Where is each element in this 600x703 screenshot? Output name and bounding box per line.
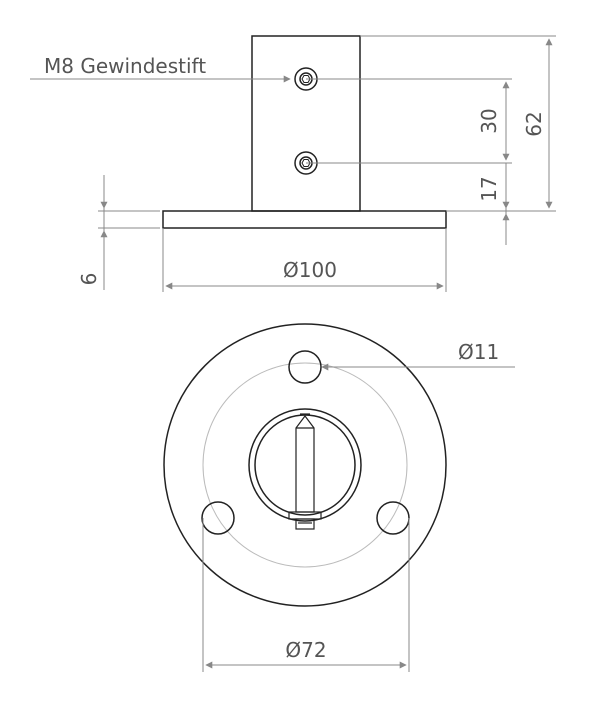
thread-pin-label: M8 Gewindestift xyxy=(44,54,206,78)
mount-hole-right xyxy=(376,501,410,535)
tube-inner xyxy=(254,414,356,516)
flange-outline xyxy=(163,323,447,607)
dim-72-label: Ø72 xyxy=(285,638,326,662)
base-plate xyxy=(162,210,447,229)
post-tube xyxy=(251,35,361,212)
side-dimensions xyxy=(30,35,556,292)
tube-outer xyxy=(248,408,362,522)
top-view xyxy=(163,323,447,607)
bolt-circle xyxy=(202,362,408,568)
mount-hole-left xyxy=(201,501,235,535)
dim-17-label: 17 xyxy=(477,176,501,201)
dim-30-label: 30 xyxy=(477,108,501,133)
mount-hole-top xyxy=(288,350,322,384)
set-screw-side-icon xyxy=(288,413,322,530)
dim-100-label: Ø100 xyxy=(283,258,337,282)
dim-6-label: 6 xyxy=(77,273,101,286)
dim-11-label: Ø11 xyxy=(458,340,499,364)
top-dimensions xyxy=(202,363,515,672)
dim-62-label: 62 xyxy=(522,111,546,136)
